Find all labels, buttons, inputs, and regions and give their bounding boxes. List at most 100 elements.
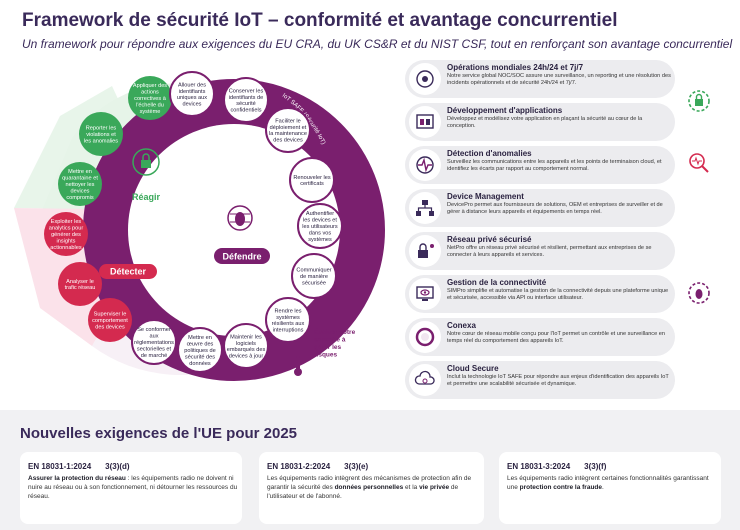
react-group: Réagir — [132, 148, 161, 202]
service-row-anomalies: Détection d'anomalies Surveillez les com… — [405, 146, 675, 184]
monitor-eye-icon — [409, 278, 441, 310]
defend-bug-icon — [685, 279, 713, 307]
globe-gear-icon — [409, 63, 441, 95]
detect-magnifier-icon — [685, 149, 713, 177]
bug-shield-icon — [227, 205, 253, 231]
eu-card-standard: EN 18031-3:2024 — [507, 462, 571, 471]
eu-card-standard: EN 18031-2:2024 — [267, 462, 331, 471]
eu-card-body: Les équipements radio intègrent des méca… — [267, 475, 472, 500]
security-framework-diagram: IoT SAFE (Sécurité IoT) Défendre Réagir … — [14, 71, 385, 381]
heartbeat-icon — [409, 149, 441, 181]
eu-card-clause: 3(3)(f) — [584, 462, 607, 471]
defend-badge — [214, 248, 270, 264]
service-desc: NetPro offre un réseau privé sécurisé et… — [447, 245, 652, 259]
center-group: Défendre — [214, 205, 270, 264]
service-desc: SIMPro simplifie et automatise la gestio… — [447, 288, 669, 302]
eu-requirements-title: Nouvelles exigences de l'UE pour 2025 — [20, 425, 298, 442]
eu-card-header: EN 18031-3:2024 3(3)(f) — [507, 462, 606, 471]
service-desc: Inclut la technologie IoT SAFE pour répo… — [447, 374, 669, 388]
service-desc: Surveillez les communications entre les … — [447, 159, 662, 173]
conexa-logo-icon — [409, 321, 441, 353]
service-title: Opérations mondiales 24h/24 et 7j/7 — [447, 63, 584, 72]
page-subtitle: Un framework pour répondre aux exigences… — [22, 37, 733, 51]
react-shield-icon — [132, 148, 160, 176]
services-panel: Opérations mondiales 24h/24 et 7j/7 Notr… — [405, 60, 735, 399]
eu-card-1: EN 18031-1:2024 3(3)(d) Assurer la protec… — [20, 452, 242, 524]
service-row-app-dev: Développement d'applications Développez … — [405, 103, 675, 141]
service-title: Cloud Secure — [447, 364, 499, 373]
service-title: Gestion de la connectivité — [447, 278, 547, 287]
service-row-cloud-secure: Cloud Secure Inclut la technologie IoT S… — [405, 361, 675, 399]
thermometer-icon — [294, 356, 302, 376]
service-row-device-management: Device Management DevicePro permet aux f… — [405, 189, 675, 227]
service-row-conexa: Conexa Notre cœur de réseau mobile conçu… — [405, 318, 675, 356]
eu-card-body: Assurer la protection du réseau : les éq… — [28, 475, 238, 500]
device-network-icon — [409, 192, 441, 224]
eu-card-header: EN 18031-2:2024 3(3)(e) — [267, 462, 368, 471]
eu-card-clause: 3(3)(d) — [105, 462, 130, 471]
service-desc: Notre cœur de réseau mobile conçu pour l… — [447, 331, 665, 345]
eu-card-2: EN 18031-2:2024 3(3)(e) Les équipements r… — [259, 452, 484, 524]
eu-card-3: EN 18031-3:2024 3(3)(f) Les équipements r… — [499, 452, 721, 524]
detect-group: Détecter — [99, 264, 157, 279]
detect-badge — [99, 264, 157, 279]
eu-card-standard: EN 18031-1:2024 — [28, 462, 92, 471]
service-row-private-network: Réseau privé sécurisé NetPro offre un ré… — [405, 232, 675, 270]
service-desc: Développez et modélisez votre applicatio… — [447, 116, 643, 130]
service-title: Détection d'anomalies — [447, 149, 532, 158]
cloud-fingerprint-icon — [409, 364, 441, 396]
react-green-shield-icon — [685, 87, 713, 115]
react-label: Réagir — [132, 192, 161, 202]
page-title: Framework de sécurité IoT – conformité e… — [22, 10, 618, 31]
eu-card-header: EN 18031-1:2024 3(3)(d) — [28, 462, 130, 471]
defense-ring-inner — [128, 124, 340, 336]
service-title: Conexa — [447, 321, 476, 330]
service-desc: Notre service global NOC/SOC assure une … — [447, 73, 671, 87]
defend-label: Défendre — [222, 252, 261, 262]
service-title: Device Management — [447, 192, 524, 201]
eu-card-body: Les équipements radio intègrent certaine… — [507, 475, 709, 491]
service-desc: DevicePro permet aux fournisseurs de sol… — [447, 202, 663, 216]
service-title: Réseau privé sécurisé — [447, 235, 532, 244]
lock-network-icon — [409, 235, 441, 267]
service-title: Développement d'applications — [447, 106, 563, 115]
service-row-connectivity: Gestion de la connectivité SIMPro simpli… — [405, 275, 675, 313]
detect-label: Détecter — [110, 267, 147, 277]
eu-card-clause: 3(3)(e) — [344, 462, 369, 471]
app-window-icon — [409, 106, 441, 138]
